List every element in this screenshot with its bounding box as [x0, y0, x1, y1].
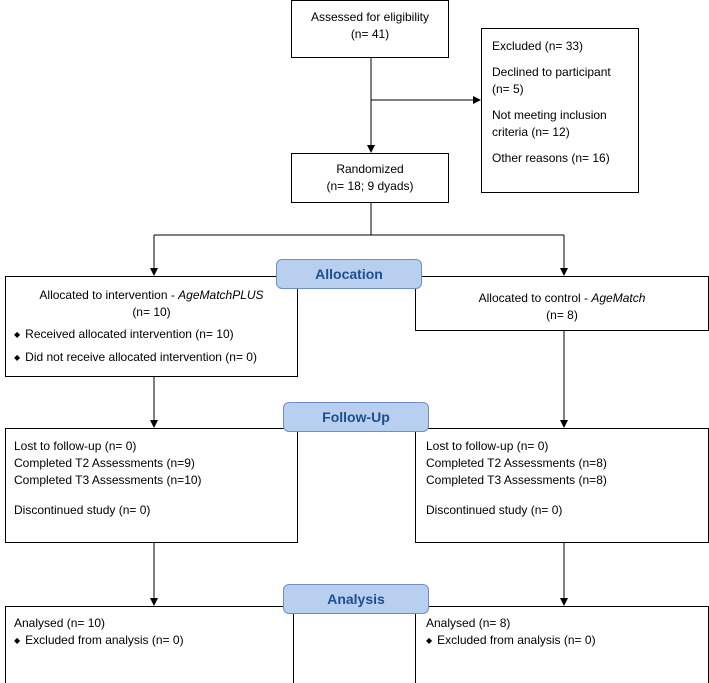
- control-analysis-box: Analysed (n= 8) ◆ Excluded from analysis …: [415, 606, 709, 683]
- control-excluded-analysis-text: Excluded from analysis (n= 0): [437, 633, 596, 647]
- analysis-stage-label: Analysis: [283, 584, 429, 614]
- bullet-icon: ◆: [426, 636, 433, 645]
- control-allocation-count: (n= 8): [546, 308, 578, 322]
- control-discontinued: Discontinued study (n= 0): [426, 503, 563, 517]
- control-followup-box: Lost to follow-up (n= 0) Completed T2 As…: [415, 428, 709, 543]
- randomized-count: (n= 18; 9 dyads): [326, 179, 414, 193]
- control-lost-followup: Lost to follow-up (n= 0): [426, 439, 549, 453]
- control-arm-name: AgeMatch: [591, 291, 646, 305]
- randomized-box: Randomized (n= 18; 9 dyads): [291, 153, 449, 203]
- not-received-intervention-text: Did not receive allocated intervention (…: [25, 350, 257, 364]
- intervention-allocation-count: (n= 10): [132, 305, 171, 319]
- allocation-stage-label: Allocation: [276, 259, 422, 289]
- excluded-criteria-count: criteria (n= 12): [492, 125, 570, 139]
- control-analysed: Analysed (n= 8): [426, 616, 511, 630]
- excluded-other: Other reasons (n= 16): [492, 151, 610, 165]
- control-excluded-analysis-item: ◆ Excluded from analysis (n= 0): [426, 632, 708, 650]
- bullet-icon: ◆: [14, 636, 21, 645]
- randomized-label: Randomized: [336, 162, 404, 176]
- control-t3-completed: Completed T3 Assessments (n=8): [426, 473, 607, 487]
- received-intervention-text: Received allocated intervention (n= 10): [25, 327, 234, 341]
- intervention-followup-box: Lost to follow-up (n= 0) Completed T2 As…: [5, 428, 298, 543]
- excluded-declined-count: (n= 5): [492, 82, 524, 96]
- excluded-criteria-label: Not meeting inclusion: [492, 108, 607, 122]
- intervention-arm-name: AgeMatchPLUS: [178, 288, 264, 302]
- intervention-excluded-analysis-text: Excluded from analysis (n= 0): [25, 633, 184, 647]
- intervention-discontinued: Discontinued study (n= 0): [14, 503, 151, 517]
- intervention-allocation-prefix: Allocated to intervention -: [39, 288, 179, 302]
- assessed-box: Assessed for eligibility (n= 41): [291, 0, 449, 58]
- bullet-icon: ◆: [14, 353, 21, 362]
- intervention-t2-completed: Completed T2 Assessments (n=9): [14, 456, 195, 470]
- control-t2-completed: Completed T2 Assessments (n=8): [426, 456, 607, 470]
- intervention-excluded-analysis-item: ◆ Excluded from analysis (n= 0): [14, 632, 293, 650]
- received-intervention-item: ◆ Received allocated intervention (n= 10): [14, 326, 297, 344]
- control-allocation-box: Allocated to control - AgeMatch (n= 8): [415, 276, 709, 331]
- intervention-allocation-box: Allocated to intervention - AgeMatchPLUS…: [5, 276, 298, 377]
- followup-stage-label: Follow-Up: [283, 402, 429, 432]
- control-allocation-label: Allocated to control - AgeMatch: [416, 290, 708, 307]
- excluded-declined-label: Declined to participant: [492, 65, 611, 79]
- intervention-lost-followup: Lost to follow-up (n= 0): [14, 439, 137, 453]
- intervention-allocation-label: Allocated to intervention - AgeMatchPLUS: [14, 287, 297, 304]
- control-allocation-prefix: Allocated to control -: [478, 291, 592, 305]
- intervention-t3-completed: Completed T3 Assessments (n=10): [14, 473, 202, 487]
- excluded-title: Excluded (n= 33): [492, 39, 584, 53]
- intervention-analysis-box: Analysed (n= 10) ◆ Excluded from analysis…: [5, 606, 294, 683]
- intervention-analysed: Analysed (n= 10): [14, 616, 106, 630]
- not-received-intervention-item: ◆ Did not receive allocated intervention …: [14, 349, 297, 367]
- assessed-count: (n= 41): [350, 27, 390, 41]
- assessed-label: Assessed for eligibility: [310, 10, 430, 24]
- bullet-icon: ◆: [14, 330, 21, 339]
- excluded-box: Excluded (n= 33) Declined to participant…: [481, 28, 639, 193]
